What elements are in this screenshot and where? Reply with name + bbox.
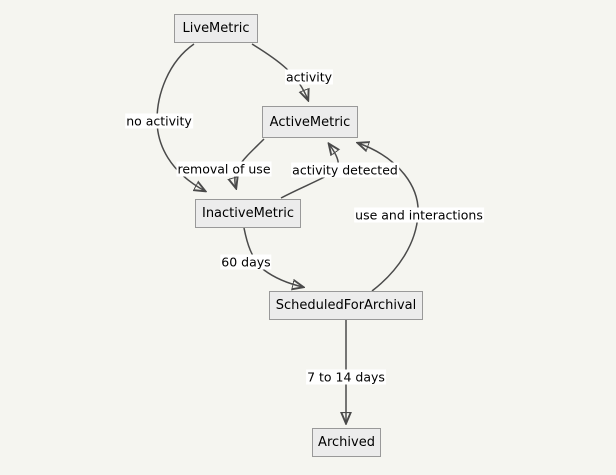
state-node-scheduledforarchival: ScheduledForArchival — [269, 291, 423, 320]
edge-label-7-to-14-days: 7 to 14 days — [306, 369, 386, 385]
edge-label-activity: activity — [284, 69, 334, 85]
edge-label-no-activity: no activity — [125, 113, 193, 129]
state-node-archived: Archived — [312, 428, 381, 457]
state-node-label: Archived — [318, 435, 375, 450]
edge-label-use-and-interactions: use and interactions — [354, 207, 484, 223]
edge-label-60-days: 60 days — [220, 254, 272, 270]
state-node-inactivemetric: InactiveMetric — [195, 199, 301, 228]
state-node-activemetric: ActiveMetric — [262, 106, 358, 138]
edge-livemetric-activemetric — [251, 43, 308, 100]
state-node-label: LiveMetric — [182, 21, 250, 36]
state-node-label: ScheduledForArchival — [275, 298, 417, 313]
edge-label-activity-detected: activity detected — [291, 162, 399, 178]
state-node-label: InactiveMetric — [201, 206, 294, 221]
state-node-label: ActiveMetric — [269, 114, 351, 130]
edge-label-removal-of-use: removal of use — [176, 161, 272, 177]
edge-inactivemetric-scheduledforarchival — [243, 227, 303, 287]
state-node-livemetric: LiveMetric — [174, 14, 258, 43]
